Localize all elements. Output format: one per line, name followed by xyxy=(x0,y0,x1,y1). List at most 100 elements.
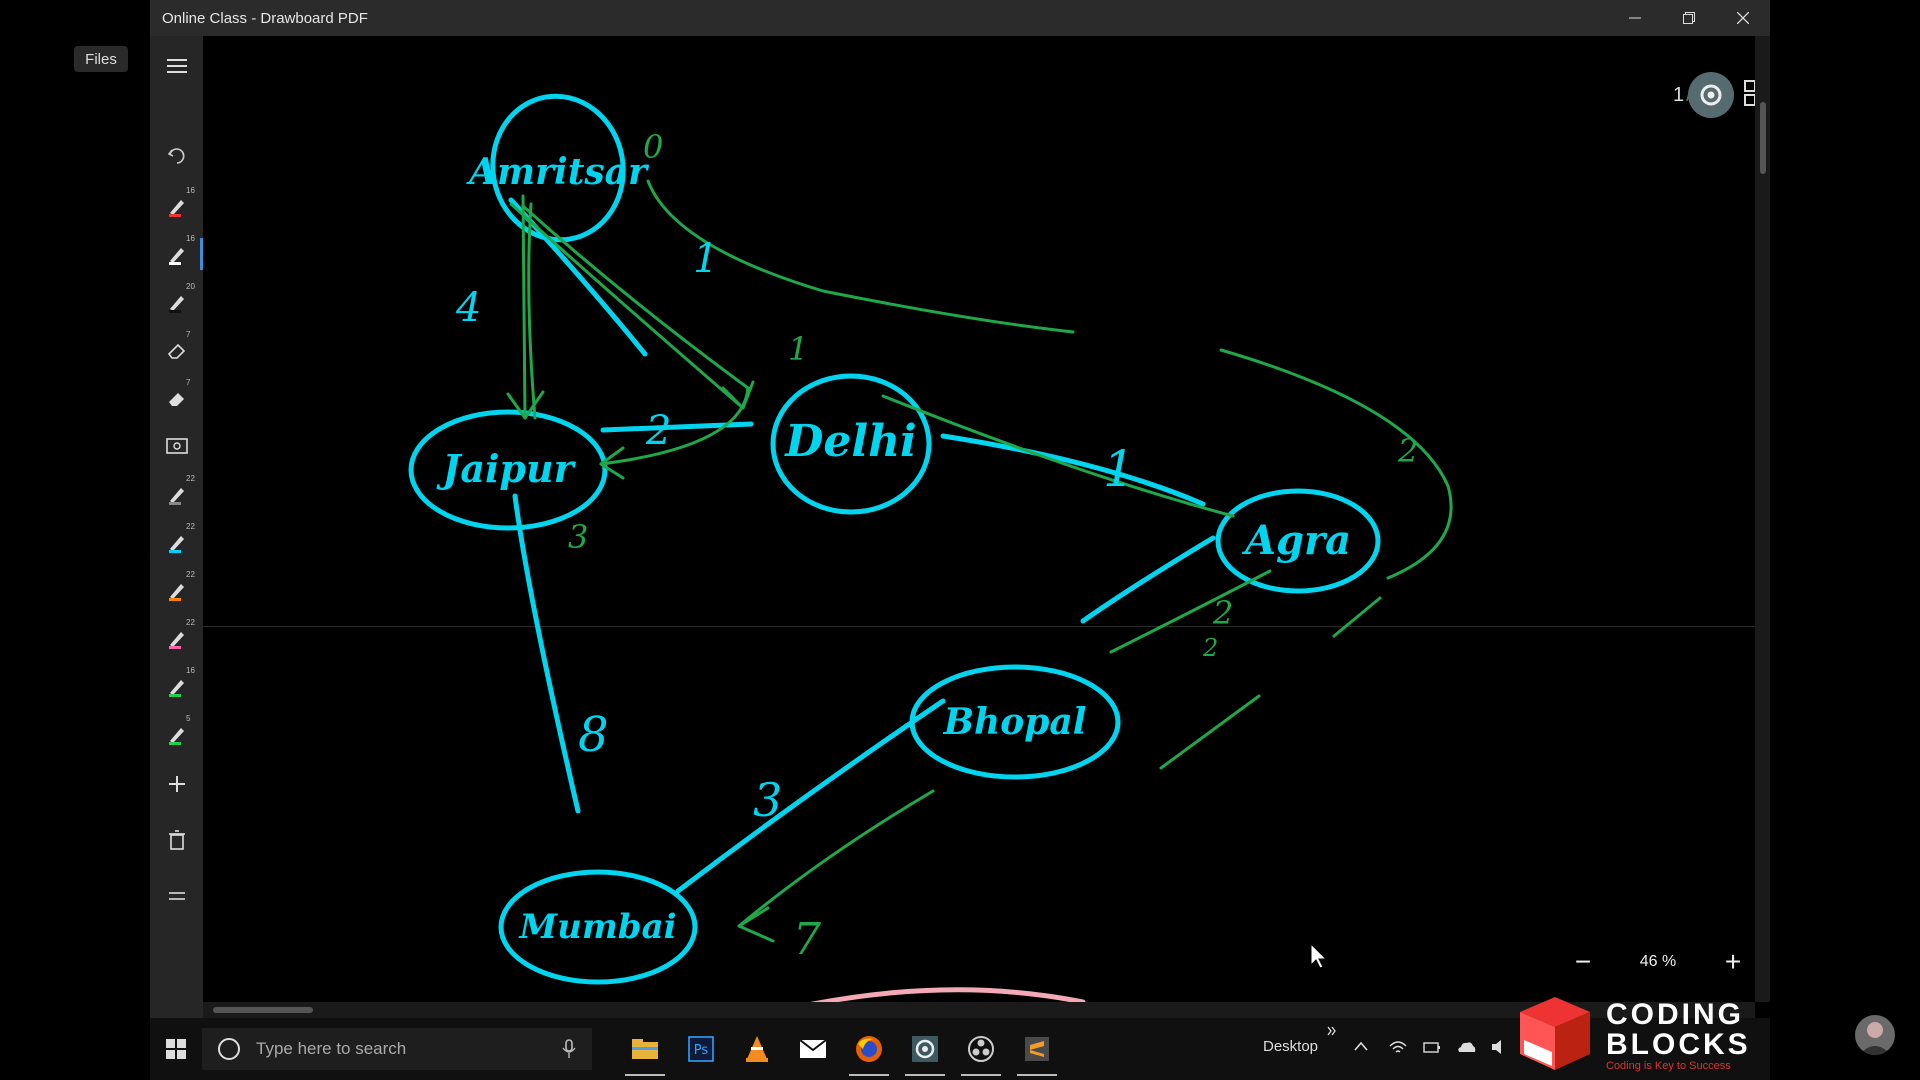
undo-icon xyxy=(167,148,184,164)
zoom-in-button[interactable]: + xyxy=(1724,946,1742,977)
image-button[interactable] xyxy=(150,426,203,466)
horizontal-scrollbar[interactable] xyxy=(203,1002,1755,1018)
files-badge[interactable]: Files xyxy=(74,46,128,72)
annotation-agra-bhopal-2: 2 xyxy=(1202,634,1218,662)
vlc-icon xyxy=(746,1036,768,1062)
pen-gray[interactable]: 22 xyxy=(150,474,203,514)
left-toolbar: 16 16 20 7 7 22 22 22 xyxy=(150,36,203,1018)
minimize-button[interactable] xyxy=(1608,0,1662,36)
pen-green-icon xyxy=(168,680,184,697)
eraser-1[interactable]: 7 xyxy=(150,330,203,370)
system-tray xyxy=(1388,1038,1510,1056)
zoom-out-button[interactable]: − xyxy=(1574,946,1592,977)
pen-gray-icon xyxy=(168,488,184,505)
pink-arc xyxy=(810,987,1086,1002)
pen-cyan-icon xyxy=(168,536,184,553)
battery-icon[interactable] xyxy=(1422,1038,1442,1056)
coding-blocks-tagline: Coding is Key to Success xyxy=(1606,1060,1731,1072)
page-separator xyxy=(203,626,1755,627)
drawboard-button[interactable] xyxy=(897,1018,953,1080)
page-indicator: 1 / xyxy=(1673,72,1755,118)
weight-bhopal-mumbai: 3 xyxy=(753,773,782,827)
pen-green[interactable]: 16 xyxy=(150,666,203,706)
node-mumbai: Mumbai xyxy=(518,907,676,947)
mouse-cursor-icon xyxy=(1310,943,1328,969)
search-placeholder: Type here to search xyxy=(256,1039,407,1058)
obs-button[interactable] xyxy=(953,1018,1009,1080)
drawing-canvas[interactable]: Amritsar Delhi Jaipur Agra Bhopal Mumbai… xyxy=(203,36,1755,1002)
annotation-amritsar: 0 xyxy=(643,128,663,166)
eraser-icon xyxy=(168,393,184,406)
microphone-icon[interactable] xyxy=(562,1039,576,1059)
plus-icon xyxy=(168,776,185,792)
firefox-icon xyxy=(856,1036,882,1062)
pen-white[interactable]: 16 xyxy=(150,234,203,274)
page-settings-button[interactable] xyxy=(1687,72,1734,118)
wifi-icon[interactable] xyxy=(1388,1038,1408,1056)
taskbar: Type here to search Ps Desktop xyxy=(150,1018,1770,1080)
page-grid-button[interactable] xyxy=(1743,79,1755,111)
photoshop-label: Ps xyxy=(694,1043,709,1058)
windows-icon xyxy=(166,1039,186,1059)
pen-black[interactable]: 20 xyxy=(150,282,203,322)
graph-diagram: Amritsar Delhi Jaipur Agra Bhopal Mumbai… xyxy=(408,93,1453,1002)
file-explorer-icon xyxy=(632,1039,658,1059)
close-button[interactable] xyxy=(1716,0,1770,36)
restore-button[interactable] xyxy=(1662,0,1716,36)
grid-icon xyxy=(1743,79,1755,106)
pen-red[interactable]: 16 xyxy=(150,186,203,226)
trash-icon xyxy=(168,830,185,850)
eraser-2[interactable]: 7 xyxy=(150,378,203,418)
start-button[interactable] xyxy=(150,1018,202,1080)
obs-icon xyxy=(968,1036,994,1062)
eraser-icon xyxy=(167,343,185,359)
tray-chevron-up-icon[interactable] xyxy=(1353,1040,1369,1052)
pen-orange[interactable]: 22 xyxy=(150,570,203,610)
pen-cyan[interactable]: 22 xyxy=(150,522,203,562)
pen-white-icon xyxy=(168,248,184,265)
avatar-icon xyxy=(1859,1022,1891,1055)
coding-blocks-line1: CODING xyxy=(1606,998,1744,1031)
graph-edges-green xyxy=(506,179,1453,943)
coding-blocks-logo: CODING BLOCKS Coding is Key to Success xyxy=(1510,992,1765,1072)
node-amritsar: Amritsar xyxy=(466,151,650,193)
zoom-level: 46 % xyxy=(1639,953,1677,970)
swap-button[interactable] xyxy=(150,876,203,916)
weight-amritsar-jaipur: 4 xyxy=(455,285,481,331)
menu-icon xyxy=(166,59,187,73)
taskbar-search[interactable]: Type here to search xyxy=(202,1028,592,1070)
vlc-button[interactable] xyxy=(729,1018,785,1080)
mail-icon xyxy=(799,1039,827,1058)
swap-icon xyxy=(168,892,185,900)
mail-button[interactable] xyxy=(785,1018,841,1080)
pen-green-icon xyxy=(168,728,184,745)
volume-icon[interactable] xyxy=(1490,1038,1510,1056)
annotation-delhi: 1 xyxy=(788,330,808,368)
coding-blocks-line2: BLOCKS xyxy=(1606,1028,1751,1061)
weight-amritsar-delhi: 1 xyxy=(693,236,718,282)
undo-button[interactable] xyxy=(150,136,203,176)
add-button[interactable] xyxy=(150,764,203,804)
photoshop-button[interactable]: Ps xyxy=(673,1018,729,1080)
coding-blocks-cube-icon xyxy=(1520,997,1590,1070)
restore-icon xyxy=(1683,12,1695,24)
node-bhopal: Bhopal xyxy=(943,701,1087,743)
pen-green-thin[interactable]: 5 xyxy=(150,714,203,754)
vertical-scroll-thumb[interactable] xyxy=(1760,102,1766,174)
firefox-button[interactable] xyxy=(841,1018,897,1080)
horizontal-scroll-thumb[interactable] xyxy=(213,1007,313,1013)
presenter-avatar xyxy=(1855,1015,1895,1055)
pen-pink[interactable]: 22 xyxy=(150,618,203,658)
graph-edges-cyan xyxy=(508,197,1216,894)
weight-jaipur-mumbai: 8 xyxy=(578,707,609,763)
desktop-toolbar-label[interactable]: Desktop xyxy=(1263,1038,1319,1055)
onedrive-icon[interactable] xyxy=(1456,1038,1476,1056)
drawboard-icon xyxy=(912,1036,938,1062)
delete-button[interactable] xyxy=(150,820,203,860)
title-bar: Online Class - Drawboard PDF xyxy=(150,0,1770,36)
vertical-scrollbar[interactable] xyxy=(1755,36,1770,1002)
menu-button[interactable] xyxy=(150,46,203,86)
minimize-icon xyxy=(1629,17,1641,19)
file-explorer-button[interactable] xyxy=(617,1018,673,1080)
sublime-button[interactable] xyxy=(1009,1018,1065,1080)
